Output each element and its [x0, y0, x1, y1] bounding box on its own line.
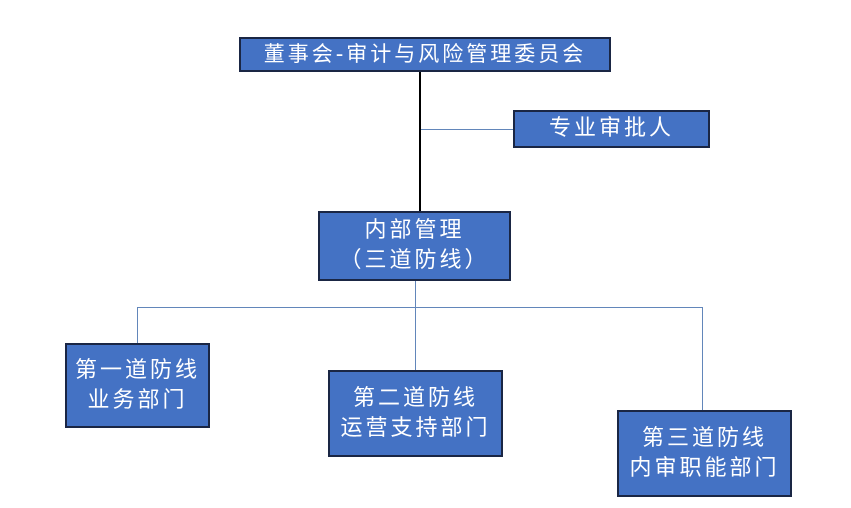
- connector-rail-to-first-line: [137, 307, 138, 343]
- node-label: 董事会-审计与风险管理委员会: [263, 42, 587, 67]
- node-label-line1: 内部管理: [364, 218, 465, 244]
- node-professional-approver: 专业审批人: [513, 110, 710, 148]
- node-label-line1: 第二道防线: [352, 385, 478, 411]
- node-label: 专业审批人: [548, 116, 674, 142]
- node-label-line2: （三道防线）: [339, 248, 490, 273]
- node-label-line2: 业务部门: [87, 387, 188, 413]
- node-board-audit-risk-committee: 董事会-审计与风险管理委员会: [239, 37, 611, 72]
- node-label-line1: 第一道防线: [74, 357, 200, 383]
- connector-board-to-internal: [419, 72, 421, 211]
- node-label-line2: 内审职能部门: [629, 455, 780, 481]
- node-second-line-of-defense: 第二道防线 运营支持部门: [328, 370, 503, 457]
- node-internal-management: 内部管理 （三道防线）: [318, 211, 511, 281]
- connector-internal-to-rail: [415, 281, 416, 370]
- connector-rail-to-third-line: [702, 307, 703, 410]
- node-third-line-of-defense: 第三道防线 内审职能部门: [617, 410, 792, 497]
- connector-rail-horizontal: [137, 307, 703, 308]
- node-label-line2: 运营支持部门: [340, 415, 491, 441]
- node-label-line1: 第三道防线: [641, 425, 767, 451]
- connector-board-to-approver: [421, 129, 513, 130]
- node-first-line-of-defense: 第一道防线 业务部门: [65, 343, 210, 428]
